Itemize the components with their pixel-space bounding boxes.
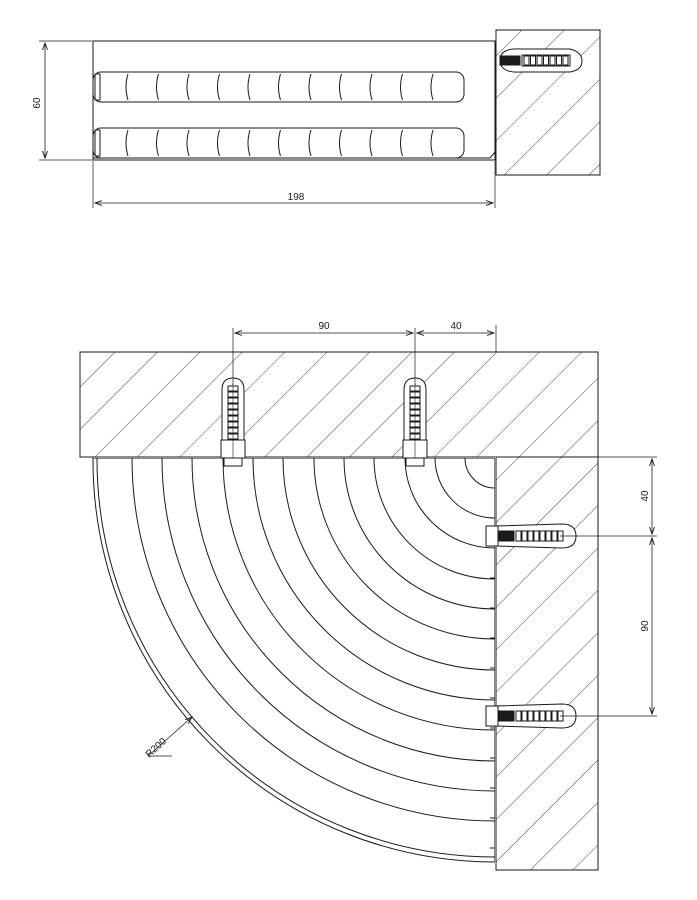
elevation-bar	[125, 73, 129, 101]
plan-arc-bar	[464, 457, 496, 489]
top-spacing-dimension-label: 90	[318, 321, 330, 332]
anchor-ring	[533, 710, 540, 722]
elevation-bar	[369, 73, 373, 101]
anchor-ring	[533, 530, 540, 542]
side-spacing-dimension-label: 90	[640, 620, 651, 632]
elevation-bar	[186, 73, 190, 101]
radius-leader-line	[147, 717, 192, 757]
anchor-ring	[551, 710, 558, 722]
height-dimension-label: 60	[32, 97, 43, 109]
elevation-bar	[430, 73, 434, 101]
plan-arc-bar	[222, 457, 496, 731]
elevation-bar	[125, 129, 129, 157]
anchor-ring	[556, 55, 562, 66]
anchor-ring	[515, 530, 522, 542]
elevation-bars	[125, 73, 434, 157]
anchor-ring	[527, 710, 534, 722]
elevation-bar	[217, 73, 220, 101]
plan-arc-bar	[131, 457, 496, 822]
elevation-bar	[308, 73, 312, 101]
plan-arc-bar	[343, 457, 496, 610]
plan-back-wall	[79, 351, 599, 458]
elevation-bar	[430, 129, 434, 157]
plan-arc-bar	[373, 457, 496, 580]
elevation-bar	[278, 129, 281, 157]
plan-arc-bar	[404, 457, 496, 549]
anchor-ring	[539, 710, 546, 722]
elevation-bar	[400, 73, 403, 101]
elevation-basket-outline	[92, 40, 496, 161]
elevation-bar	[308, 129, 312, 157]
top-anchor-right-icon	[402, 377, 428, 467]
anchor-ring	[523, 55, 530, 66]
anchor-head	[497, 530, 515, 542]
plan-basket-outline	[92, 457, 496, 863]
side-anchor-upper-icon	[485, 523, 577, 549]
elevation-bar	[186, 129, 190, 157]
side-edge-dimension-label: 40	[640, 490, 651, 502]
elevation-bar	[217, 129, 220, 157]
elevation-bar	[400, 129, 403, 157]
anchor-ring	[536, 55, 543, 66]
top-edge-dimension-label: 40	[450, 321, 462, 332]
elevation-bar	[247, 129, 251, 157]
plan-arc-bar	[252, 457, 496, 701]
elevation-bar	[278, 73, 281, 101]
anchor-ring	[530, 55, 536, 66]
plan-concentric-bars	[131, 457, 496, 822]
anchor-ring	[543, 55, 549, 66]
anchor-ring	[527, 530, 534, 542]
plan-arc-bar	[434, 457, 496, 519]
elevation-bar	[156, 73, 159, 101]
anchor-ring	[521, 530, 528, 542]
anchor-ring	[515, 710, 522, 722]
elevation-bar	[247, 73, 251, 101]
anchor-ring	[549, 55, 556, 66]
plan-side-wall	[495, 456, 599, 871]
anchor-ring	[545, 710, 552, 722]
anchor-head	[497, 710, 515, 722]
elevation-bar	[339, 73, 342, 101]
plan-arc-bar	[282, 457, 496, 671]
anchor-ring	[551, 530, 558, 542]
plan-arc-bar	[313, 457, 496, 640]
elevation-bar	[339, 129, 342, 157]
top-anchor-left-icon	[220, 377, 246, 467]
width-dimension-label: 198	[288, 192, 305, 203]
elevation-wall-anchor-icon	[499, 48, 583, 73]
elevation-bar	[369, 129, 373, 157]
plan-arc-bar	[191, 457, 496, 762]
side-anchor-lower-icon	[485, 703, 577, 729]
anchor-ring	[545, 530, 552, 542]
anchor-ring	[562, 55, 569, 66]
anchor-ring	[521, 710, 528, 722]
elevation-upper-rail	[92, 71, 465, 103]
elevation-view	[39, 29, 601, 208]
plan-arc-bar	[161, 457, 496, 792]
plan-view	[79, 325, 657, 871]
elevation-bar	[156, 129, 159, 157]
anchor-ring	[539, 530, 546, 542]
plan-side-rail	[490, 517, 495, 849]
